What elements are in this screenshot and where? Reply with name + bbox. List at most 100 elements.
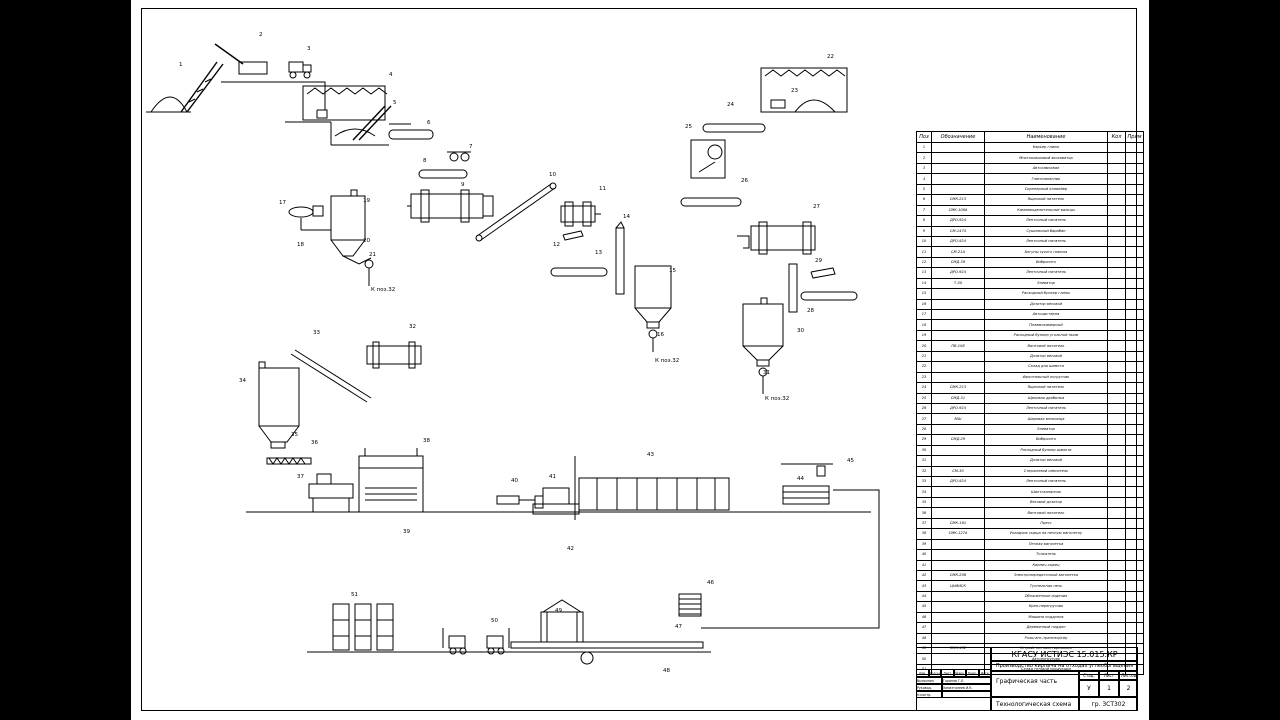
spec-qty — [1107, 569, 1126, 582]
callout-label: 1 — [179, 62, 183, 68]
spec-note — [1125, 382, 1144, 394]
vibrating-screen-12 — [562, 230, 584, 241]
spec-qty — [1107, 173, 1126, 185]
spec-note — [1125, 162, 1144, 175]
belt-feeder-26 — [680, 197, 742, 207]
spec-qty — [1107, 496, 1126, 509]
scraper-conveyor — [352, 105, 392, 141]
spec-name: Винтовой питатель — [984, 507, 1108, 519]
vibrating-screen-29 — [810, 267, 836, 279]
callout-label: 11 — [599, 186, 606, 192]
ref-note-chamotte: К поз.32 — [765, 396, 789, 402]
spec-designation: ДРО-924 — [931, 402, 985, 415]
spec-note — [1125, 204, 1144, 217]
callout-svg: 1234567891011121314151617181920212223242… — [179, 32, 854, 674]
bucket-elevator-28 — [788, 263, 798, 313]
spec-note — [1125, 235, 1144, 248]
spec-pos: 20 — [916, 340, 932, 352]
spec-qty — [1107, 246, 1126, 258]
belt-feeder-13a — [550, 267, 608, 277]
callout-label: 48 — [663, 668, 670, 674]
spec-name: Щековая дробилка — [984, 392, 1108, 404]
spec-name: Обожженные изделия — [984, 590, 1108, 603]
spec-note — [1125, 507, 1144, 519]
spec-designation: СМК-108А — [931, 204, 985, 217]
callout-label: 28 — [807, 308, 814, 314]
spec-designation: СМ-30 — [931, 465, 985, 478]
spec-qty — [1107, 235, 1126, 248]
spec-designation — [931, 298, 985, 311]
callout-label: 20 — [363, 238, 370, 244]
belt-feeder-8 — [418, 169, 468, 179]
title-block-description: Производство кирпича на отходах углеобог… — [991, 661, 1138, 671]
jaw-crusher — [690, 139, 726, 179]
spec-name: Ленточный питатель — [984, 475, 1108, 488]
callout-label: 13 — [595, 250, 602, 256]
spec-name: Сушильный барабан — [984, 225, 1108, 237]
screw-feeder-36 — [266, 457, 312, 465]
sheets-value: 2 — [1119, 680, 1138, 697]
spec-qty — [1107, 141, 1126, 154]
spec-qty — [1107, 580, 1126, 592]
inclined-belt-feeder-10 — [475, 182, 557, 242]
spec-note — [1125, 194, 1144, 206]
ref-note-coal: К поз.32 — [371, 287, 395, 293]
spec-name: Деревянный поддон — [984, 622, 1108, 634]
spec-qty — [1107, 402, 1126, 415]
spec-note — [1125, 559, 1144, 571]
spec-note — [1125, 444, 1144, 457]
spec-pos: 15 — [916, 288, 932, 300]
return-line — [701, 489, 880, 629]
spec-pos: 11 — [916, 246, 932, 258]
spec-name: Кирпич-сырец — [984, 559, 1108, 571]
spec-pos: 21 — [916, 350, 932, 363]
spec-designation — [931, 162, 985, 175]
batch-hopper-34 — [258, 361, 300, 449]
spec-pos: 27 — [916, 413, 932, 425]
sign-person — [942, 691, 991, 698]
spec-note — [1125, 601, 1144, 613]
spec-name: Шихтозапасник — [984, 486, 1108, 498]
spec-pos: 34 — [916, 486, 932, 498]
spec-name: Толкатель — [984, 549, 1108, 561]
stage-value: У — [1079, 680, 1099, 697]
box-feeder-24 — [702, 123, 766, 133]
callout-label: 33 — [313, 330, 320, 336]
spec-name: Автоцистерна — [984, 308, 1108, 321]
callout-label: 10 — [549, 172, 556, 178]
spec-designation — [931, 538, 985, 551]
spec-designation — [931, 549, 985, 561]
callout-label: 49 — [555, 608, 562, 614]
spec-note — [1125, 538, 1144, 551]
spec-pos: 9 — [916, 225, 932, 237]
callout-label: 8 — [423, 158, 427, 164]
callout-label: 12 — [553, 242, 560, 248]
sign-role: Н.контр. — [916, 691, 942, 698]
spec-designation: СМД-31 — [931, 392, 985, 404]
spec-name: Шаровая мельница — [984, 413, 1108, 425]
belt-feeder-13b — [800, 291, 858, 301]
title-block-part: Графическая часть — [991, 671, 1079, 697]
spec-note — [1125, 475, 1144, 488]
sheets-header: Листов — [1119, 671, 1138, 680]
spec-qty — [1107, 267, 1126, 279]
spec-name: Печная вагонетка — [984, 538, 1108, 551]
callout-label: 9 — [461, 182, 465, 188]
spec-name: Вибросито — [984, 434, 1108, 446]
bucket-elevator-14 — [615, 221, 625, 295]
spec-designation — [931, 183, 985, 196]
spec-name: Ленточный питатель — [984, 235, 1108, 248]
spec-note — [1125, 580, 1144, 592]
spec-pos: 24 — [916, 382, 932, 394]
